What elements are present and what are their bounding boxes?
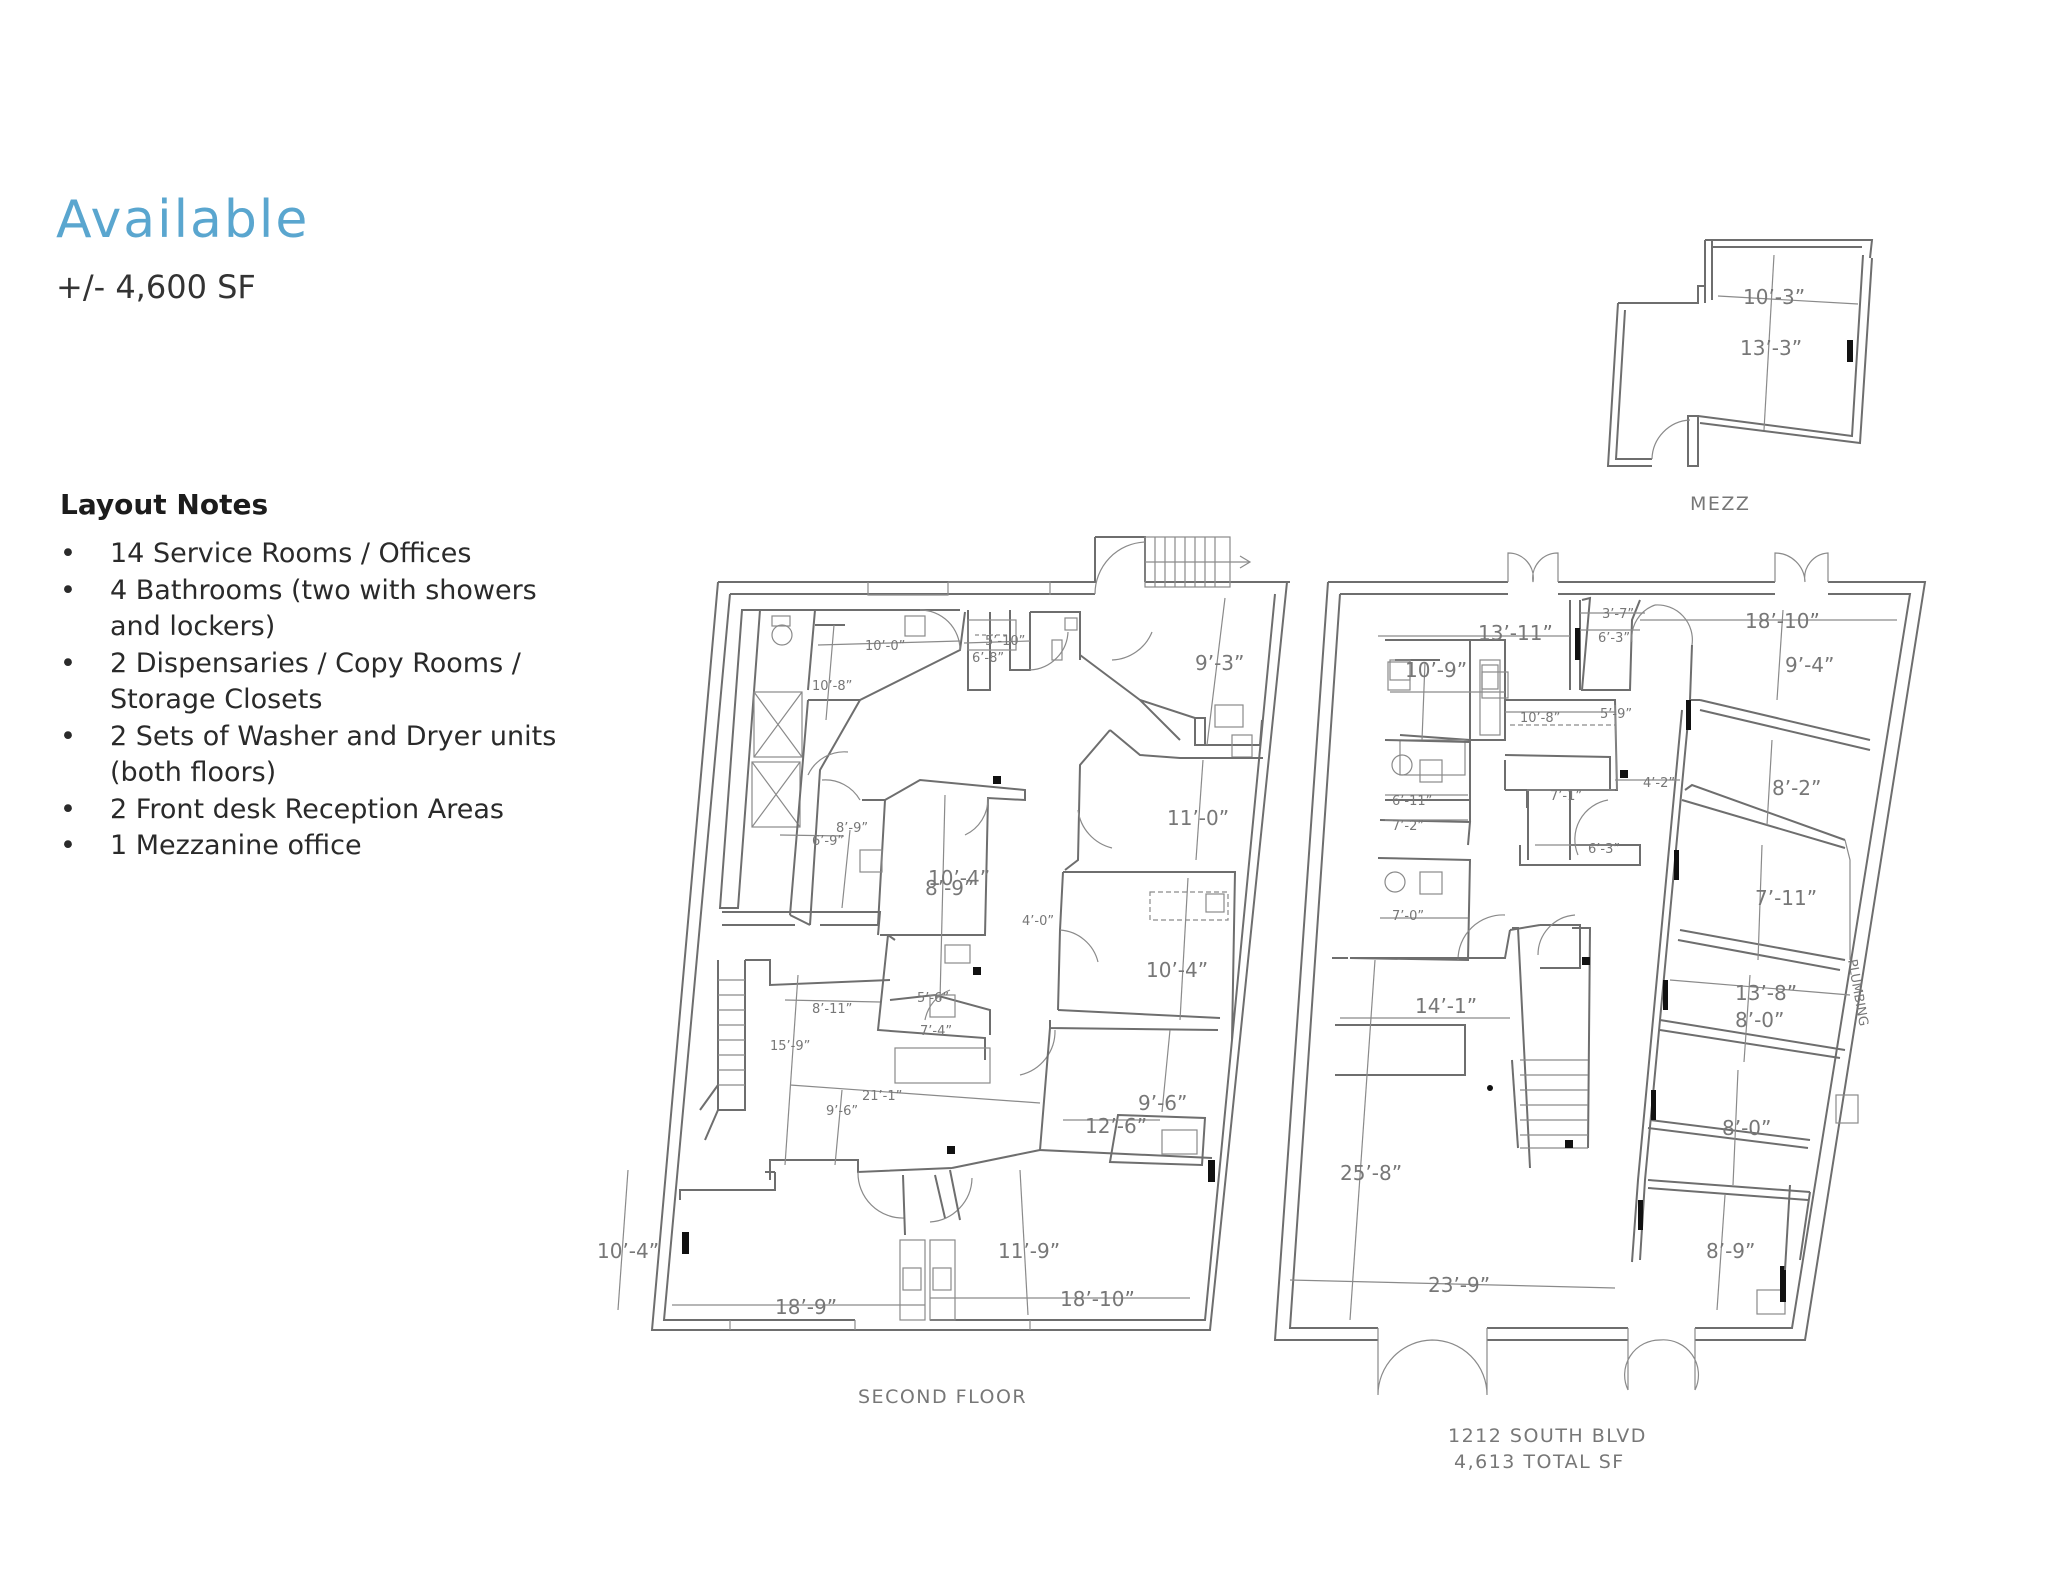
- dim-label: 5’-9”: [1600, 707, 1632, 722]
- dim-label: 13’-8”: [1735, 981, 1797, 1005]
- note-text-cont: and lockers): [110, 611, 276, 642]
- building-caption: 1212 SOUTH BLVD: [1448, 1425, 1647, 1447]
- dim-label: 8’-11”: [812, 1002, 852, 1017]
- note-text-cont: Storage Closets: [110, 684, 323, 715]
- bullet-icon: •: [60, 574, 76, 606]
- dim-label: 5’-10”: [985, 634, 1025, 649]
- dim-label: 7’-4”: [920, 1024, 952, 1039]
- dim-label: 10’-9”: [1405, 658, 1467, 682]
- list-item: • 14 Service Rooms / Offices: [60, 536, 580, 573]
- note-text-cont: (both floors): [110, 757, 277, 788]
- page-title: Available: [56, 190, 310, 250]
- dim-label: 12’-6”: [1085, 1114, 1147, 1138]
- dim-label: 10’-0”: [865, 639, 905, 654]
- dim-label: 6’-3”: [1598, 631, 1630, 646]
- dim-label: 8’-9”: [836, 821, 868, 836]
- dim-label: 4’-0”: [1022, 914, 1054, 929]
- dim-label: 13’-3”: [1740, 336, 1802, 360]
- list-item: • 4 Bathrooms (two with showers and locker…: [60, 573, 580, 646]
- dim-label: 8’-9”: [925, 876, 974, 900]
- plumbing-label: PLUMBING: [1844, 958, 1871, 1027]
- dim-label: 7’-2”: [1392, 819, 1424, 834]
- dim-label: 9’-3”: [1195, 651, 1244, 675]
- list-item: • 2 Dispensaries / Copy Rooms / Storage Cl…: [60, 646, 580, 719]
- bullet-icon: •: [60, 793, 76, 825]
- dim-label: 8’-9”: [1706, 1239, 1755, 1263]
- layout-notes-list: • 14 Service Rooms / Offices • 4 Bathrooms…: [60, 536, 580, 865]
- dim-label: 14’-1”: [1415, 994, 1477, 1018]
- dim-label: 8’-2”: [1772, 776, 1821, 800]
- dim-label: 9’-6”: [1138, 1091, 1187, 1115]
- mezz-plan: 10’-3” 13’-3” MEZZ: [1606, 239, 1874, 515]
- dim-label: 10’-8”: [1520, 711, 1560, 726]
- note-text: 2 Front desk Reception Areas: [110, 793, 504, 825]
- dim-label: 10’-4”: [597, 1239, 659, 1263]
- dim-label: 10’-8”: [812, 679, 852, 694]
- note-text: 1 Mezzanine office: [110, 830, 362, 861]
- dim-label: 13’-11”: [1478, 621, 1553, 645]
- dim-label: 5’-6”: [917, 991, 949, 1006]
- square-footage: +/- 4,600 SF: [56, 268, 256, 306]
- second-floor-caption: SECOND FLOOR: [858, 1386, 1027, 1408]
- dim-label: 23’-9”: [1428, 1273, 1490, 1297]
- dim-label: 6’-8”: [972, 651, 1004, 666]
- note-text: 2 Sets of Washer and Dryer units: [110, 720, 557, 752]
- list-item: • 1 Mezzanine office: [60, 828, 580, 865]
- dim-label: 18’-10”: [1745, 609, 1820, 633]
- note-text: 14 Service Rooms / Offices: [110, 538, 472, 569]
- first-floor-plan: 13’-11” 3’-7” 6’-3” 18’-10” 10’-9” 10’-8…: [1273, 552, 1927, 1473]
- dim-label: 10’-4”: [928, 866, 990, 890]
- bullet-icon: •: [60, 720, 76, 752]
- dim-label: 4’-2”: [1643, 776, 1675, 791]
- list-item: • 2 Sets of Washer and Dryer units (both f…: [60, 719, 580, 792]
- dim-label: 8’-0”: [1722, 1116, 1771, 1140]
- dim-label: 7’-11”: [1755, 886, 1817, 910]
- dim-label: 15’-9”: [770, 1039, 810, 1054]
- dim-label: 6’-9”: [812, 834, 844, 849]
- dim-label: 18’-9”: [775, 1295, 837, 1319]
- mezz-caption: MEZZ: [1690, 493, 1750, 515]
- dim-label: 9’-4”: [1785, 653, 1834, 677]
- dim-label: 18’-10”: [1060, 1287, 1135, 1311]
- dim-label: 10’-4”: [1146, 958, 1208, 982]
- dim-label: 7’-0”: [1392, 909, 1424, 924]
- note-text: 2 Dispensaries / Copy Rooms /: [110, 647, 521, 679]
- dim-label: 11’-0”: [1167, 806, 1229, 830]
- dim-label: 8’-0”: [1735, 1008, 1784, 1032]
- dim-label: 7’-1”: [1550, 789, 1582, 804]
- total-sf-caption: 4,613 TOTAL SF: [1454, 1451, 1625, 1473]
- bullet-icon: •: [60, 538, 76, 569]
- dim-label: 25’-8”: [1340, 1161, 1402, 1185]
- bullet-icon: •: [60, 830, 76, 861]
- dim-label: 21’-1”: [862, 1089, 902, 1104]
- dim-label: 6’-3”: [1588, 842, 1620, 857]
- dim-label: 9’-6”: [826, 1104, 858, 1119]
- dim-label: 10’-3”: [1743, 285, 1805, 309]
- second-floor-plan: 10’-0” 5’-10” 6’-8” 10’-8” 9’-3” 8’-9” 6…: [597, 536, 1290, 1408]
- dim-label: 11’-9”: [998, 1239, 1060, 1263]
- bullet-icon: •: [60, 647, 76, 679]
- list-item: • 2 Front desk Reception Areas: [60, 792, 580, 829]
- note-text: 4 Bathrooms (two with showers: [110, 574, 537, 606]
- dim-label: 3’-7”: [1602, 607, 1634, 622]
- dim-label: 6’-11”: [1392, 794, 1432, 809]
- notes-heading: Layout Notes: [60, 488, 269, 521]
